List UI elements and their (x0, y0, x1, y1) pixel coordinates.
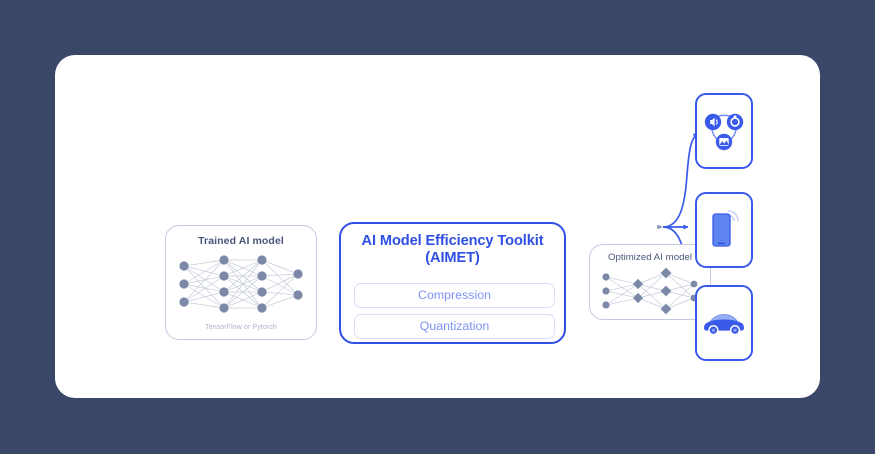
connector-optimized-to-sensors (662, 133, 699, 228)
smartphone-icon (712, 210, 739, 247)
trained-ai-model-box: Trained AI model (165, 225, 317, 340)
camera-icon (726, 113, 744, 131)
target-tile-phone[interactable] (695, 192, 753, 268)
optimized-model-network-graphic (602, 267, 698, 315)
aimet-box: AI Model Efficiency Toolkit (AIMET) Comp… (339, 222, 566, 344)
speaker-icon (704, 113, 722, 131)
optimized-ai-model-box: Optimized AI model (589, 244, 711, 320)
car-icon (704, 314, 744, 336)
target-tile-sensors[interactable] (695, 93, 753, 169)
trained-model-network-graphic (179, 255, 303, 313)
capability-compression[interactable]: Compression (354, 283, 555, 308)
diagram-card: Trained AI model (55, 55, 820, 398)
aimet-title: AI Model Efficiency Toolkit (AIMET) (341, 233, 564, 267)
aimet-title-line-2: (AIMET) (425, 249, 480, 266)
trained-ai-model-framework-label: TensorFlow or Pytorch (205, 324, 277, 331)
trained-ai-model-title: Trained AI model (198, 235, 284, 247)
capability-quantization[interactable]: Quantization (354, 314, 555, 339)
image-icon (715, 133, 733, 151)
optimized-ai-model-title: Optimized AI model (607, 252, 693, 263)
target-tile-car[interactable] (695, 285, 753, 361)
aimet-title-line-1: AI Model Efficiency Toolkit (361, 233, 544, 249)
sensors-icon (704, 113, 744, 151)
